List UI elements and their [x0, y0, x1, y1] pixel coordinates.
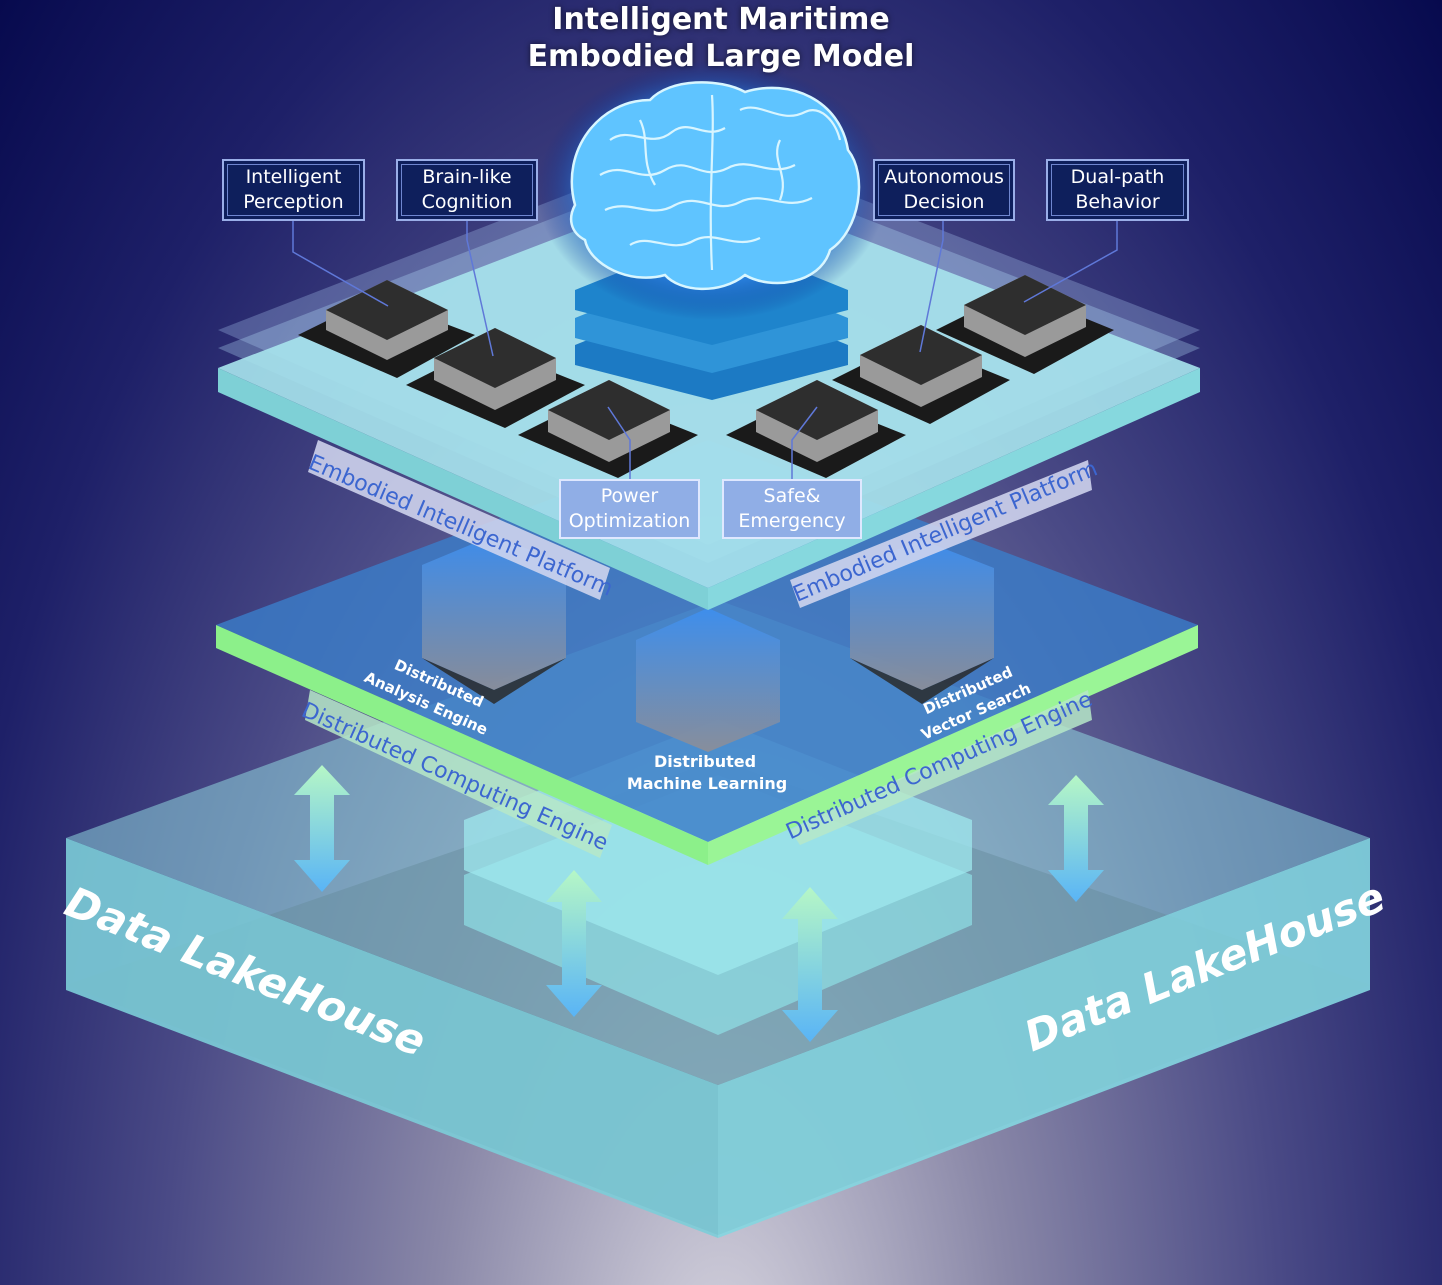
engine-left-edge	[216, 625, 708, 865]
chip-safety	[726, 380, 906, 478]
module-autonomous-decision-line2: Decision	[903, 191, 985, 213]
updown-arrow-right	[1048, 775, 1104, 902]
machine-learning-cube	[636, 608, 780, 752]
chip-perception	[298, 280, 475, 378]
chip-behavior	[936, 275, 1114, 374]
brain-icon	[569, 81, 861, 291]
module-power-optimization-line2: Optimization	[568, 510, 691, 532]
module-brain-like-cognition: Brain-like Cognition	[396, 159, 538, 221]
module-intelligent-perception-line2: Perception	[243, 191, 344, 213]
module-safe-emergency-line2: Emergency	[738, 510, 846, 532]
module-autonomous-decision-line1: Autonomous	[884, 166, 1004, 188]
module-dual-path-behavior: Dual-path Behavior	[1046, 159, 1189, 221]
lakehouse-left-face	[66, 838, 718, 1238]
updown-arrow-center-left	[546, 870, 602, 1017]
platform-ribbon-left	[308, 440, 610, 600]
platform-right-edge	[708, 368, 1200, 610]
data-flow-arrows	[294, 765, 1104, 1042]
module-power-optimization-line1: Power	[600, 485, 659, 507]
diagram-title-line2: Embodied Large Model	[527, 39, 915, 74]
module-dual-path-behavior-line1: Dual-path	[1070, 166, 1165, 188]
chip-power	[518, 380, 698, 478]
engine-ribbon-left	[305, 690, 612, 858]
diagram-title-line1: Intelligent Maritime	[552, 2, 890, 37]
module-brain-like-cognition-line2: Cognition	[421, 191, 513, 213]
module-brain-like-cognition-line1: Brain-like	[422, 166, 512, 188]
module-safe-emergency-line1: Safe&	[763, 485, 821, 507]
module-autonomous-decision: Autonomous Decision	[873, 159, 1015, 221]
vector-search-cube	[850, 540, 994, 704]
brain-core	[537, 60, 887, 400]
lakehouse-right-face	[718, 838, 1370, 1238]
updown-arrow-left	[294, 765, 350, 892]
module-safe-emergency: Safe& Emergency	[722, 479, 862, 539]
platform-left-edge	[218, 368, 708, 610]
module-intelligent-perception-line1: Intelligent	[245, 166, 342, 188]
module-power-optimization: Power Optimization	[559, 479, 700, 539]
chip-cognition	[406, 328, 585, 428]
machine-learning-label-line1: Distributed	[654, 752, 756, 771]
chip-decision	[832, 325, 1010, 424]
module-connectors	[292, 220, 1118, 480]
module-dual-path-behavior-line2: Behavior	[1075, 191, 1160, 213]
engine-right-edge	[708, 625, 1198, 865]
machine-learning-label-line2: Machine Learning	[627, 774, 787, 793]
platform-ribbon-right	[790, 460, 1092, 608]
updown-arrow-center-right	[782, 887, 838, 1042]
module-intelligent-perception: Intelligent Perception	[222, 159, 365, 221]
analysis-engine-cube	[422, 535, 566, 704]
brain-folds-icon	[599, 94, 842, 271]
engine-ribbon-right	[790, 690, 1092, 845]
